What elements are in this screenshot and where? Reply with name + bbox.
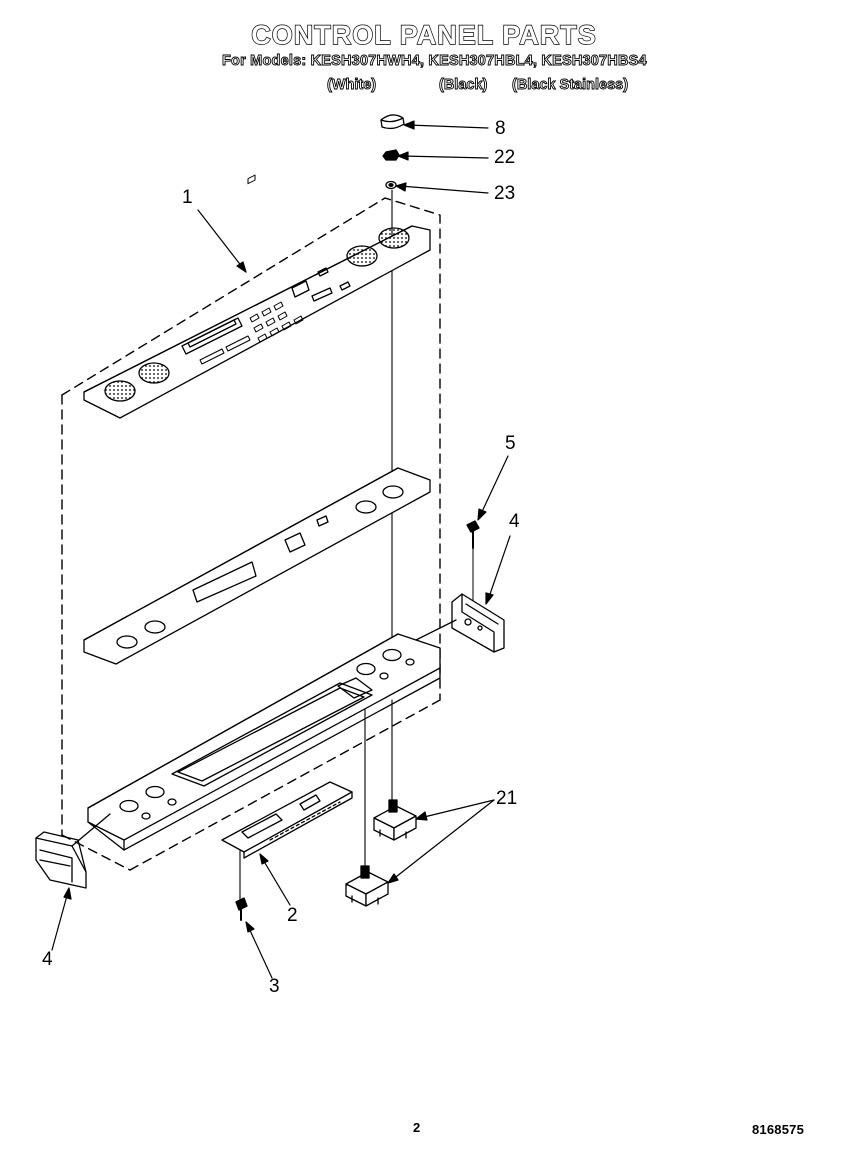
nut-part-22 [382, 149, 400, 161]
panel-gasket [83, 467, 431, 665]
screw-part-3 [235, 897, 248, 921]
assembly-dashed-outline [61, 197, 441, 871]
infinite-switch-part-21-lower [345, 865, 389, 907]
callout-8: 8 [495, 118, 506, 139]
knob-part-8 [380, 114, 405, 130]
callout-23: 23 [494, 183, 516, 204]
infinite-switch-part-21-upper [373, 799, 417, 841]
callout-1: 1 [182, 187, 193, 208]
callout-21: 21 [496, 788, 518, 809]
end-cap-right-part-4 [415, 593, 505, 653]
callout-2: 2 [287, 905, 298, 926]
page-number: 2 [413, 1120, 421, 1135]
callout-4-right: 4 [509, 511, 520, 532]
screw-part-5 [466, 520, 480, 601]
leader-lines [51, 120, 511, 979]
knob-pad-right-1 [346, 245, 378, 267]
variant-white: (White) [327, 77, 377, 94]
knob-pad-left-2 [138, 362, 170, 384]
callout-22: 22 [494, 147, 516, 168]
document-number: 8168575 [752, 1122, 805, 1137]
models-line: For Models: KESH307HWH4, KESH307HBL4, KE… [222, 53, 647, 70]
callout-3: 3 [269, 976, 280, 997]
diagram-title: CONTROL PANEL PARTS [251, 19, 597, 50]
variant-black: (Black) [439, 77, 488, 94]
control-board-part-2 [221, 781, 353, 859]
control-panel-overlay-part-1 [83, 174, 431, 419]
console-housing [87, 633, 441, 851]
knob-pad-right-2 [378, 227, 410, 249]
callout-5: 5 [505, 433, 516, 454]
variant-black-stainless: (Black Stainless) [512, 77, 629, 94]
end-cap-left-part-4 [35, 813, 111, 889]
knob-pad-left-1 [104, 380, 136, 402]
keypad-buttons [199, 174, 304, 365]
washer-part-23 [385, 180, 397, 190]
callout-4-left: 4 [42, 949, 53, 970]
